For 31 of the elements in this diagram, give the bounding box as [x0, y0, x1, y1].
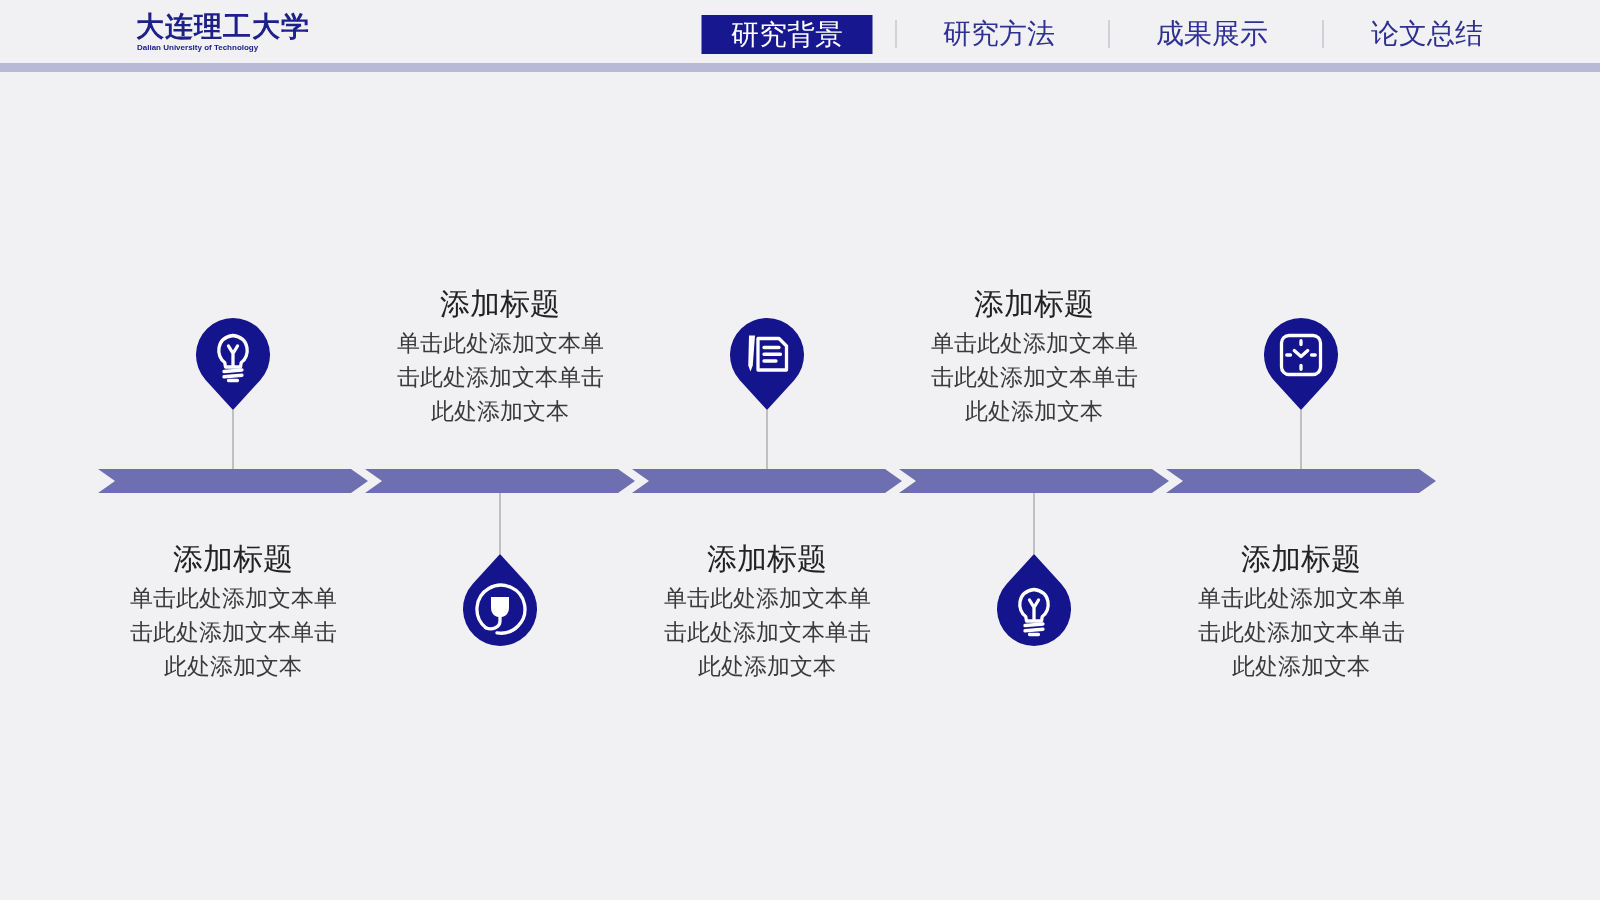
- connector-line: [232, 409, 234, 470]
- timeline-segment: [899, 469, 1169, 493]
- connector-line: [499, 492, 501, 555]
- step-title: 添加标题: [440, 286, 560, 322]
- university-name: 大连理工大学: [136, 12, 310, 42]
- map-pin: [195, 318, 271, 410]
- timeline-segment: [365, 469, 635, 493]
- step-title: 添加标题: [1241, 541, 1361, 577]
- timeline-segment: [98, 469, 368, 493]
- nav-label: 成果展示: [1156, 17, 1268, 51]
- map-pin: [462, 554, 538, 646]
- connector-line: [766, 409, 768, 470]
- step-description: 单击此处添加文本单击此处添加文本单击此处添加文本: [128, 584, 338, 681]
- step-description: 单击此处添加文本单击此处添加文本单击此处添加文本: [395, 329, 605, 426]
- connector-line: [1033, 492, 1035, 555]
- nav-label: 论文总结: [1371, 17, 1483, 51]
- map-pin: [1263, 318, 1339, 410]
- map-pin: [996, 554, 1072, 646]
- step-title: 添加标题: [173, 541, 293, 577]
- step-title: 添加标题: [974, 286, 1094, 322]
- step-description: 单击此处添加文本单击此处添加文本单击此处添加文本: [1196, 584, 1406, 681]
- timeline-segment: [1166, 469, 1436, 493]
- selected-nav-tab: 研究背景: [701, 14, 873, 54]
- step-description: 单击此处添加文本单击此处添加文本单击此处添加文本: [929, 329, 1139, 426]
- connector-line: [1300, 409, 1302, 470]
- map-pin: [729, 318, 805, 410]
- step-title: 添加标题: [707, 541, 827, 577]
- step-description: 单击此处添加文本单击此处添加文本单击此处添加文本: [662, 584, 872, 681]
- timeline-segment: [632, 469, 902, 493]
- university-name-english: Dalian University of Technology: [137, 43, 259, 53]
- nav-label: 研究方法: [943, 17, 1055, 51]
